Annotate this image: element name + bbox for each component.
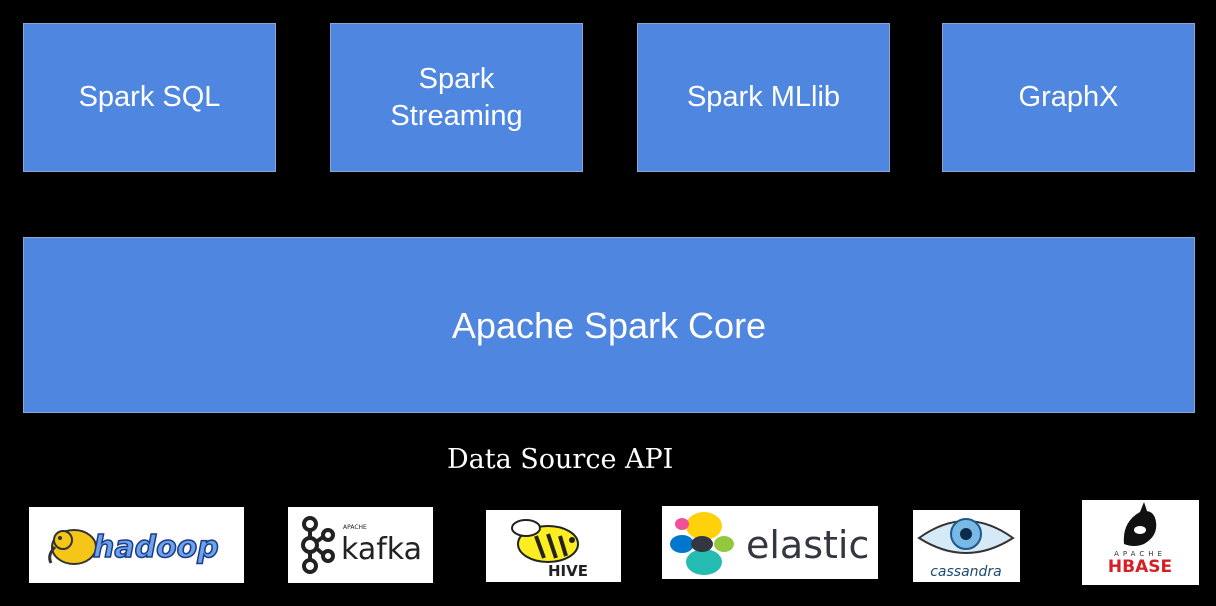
kafka-apache-text: APACHE xyxy=(343,524,367,531)
elastic-logo: elastic xyxy=(662,506,878,579)
hadoop-logo: hadoop xyxy=(29,507,244,583)
bee-icon xyxy=(511,519,579,563)
hbase-wordmark: HBASE xyxy=(1108,557,1172,577)
elephant-icon xyxy=(48,529,97,565)
hadoop-wordmark: hadoop xyxy=(93,530,219,565)
kafka-logo: APACHE kafka xyxy=(288,507,433,583)
cassandra-wordmark: cassandra xyxy=(930,564,1002,580)
kafka-icon xyxy=(301,516,335,574)
hive-logo: HIVE xyxy=(486,510,621,582)
orca-icon xyxy=(1123,502,1157,546)
cassandra-logo: cassandra xyxy=(913,510,1020,582)
hive-wordmark: HIVE xyxy=(548,562,588,580)
spark-core-box: Apache Spark Core xyxy=(23,237,1195,413)
spark-sql-box: Spark SQL xyxy=(23,23,276,172)
hbase-apache-text: APACHE xyxy=(1114,550,1166,558)
data-source-api-label: Data Source API xyxy=(447,444,674,475)
graphx-box: GraphX xyxy=(942,23,1195,172)
eye-icon xyxy=(917,518,1015,554)
spark-mllib-box: Spark MLlib xyxy=(637,23,890,172)
hbase-logo: APACHE HBASE xyxy=(1082,500,1199,585)
kafka-wordmark: kafka xyxy=(341,532,422,567)
elastic-wordmark: elastic xyxy=(746,523,869,567)
spark-streaming-box: Spark Streaming xyxy=(330,23,583,172)
elastic-icon xyxy=(670,512,734,575)
